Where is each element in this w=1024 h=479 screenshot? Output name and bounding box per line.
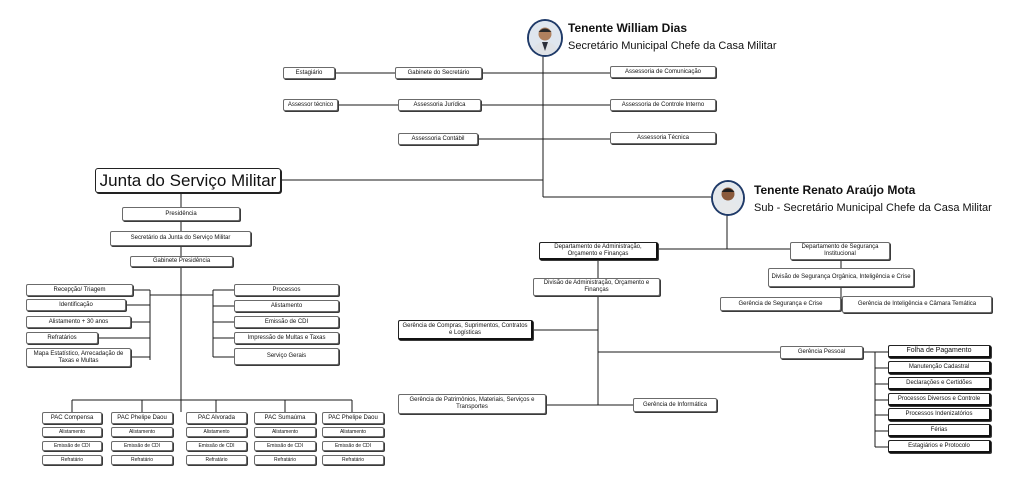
departamento-seguranca-box: Departamento de Segurança Institucional bbox=[790, 242, 890, 260]
divisao-seguranca-box: Divisão de Segurança Orgânica, Inteligên… bbox=[768, 268, 914, 287]
junta-left-item: Mapa Estatístico, Arrecadação de Taxas e… bbox=[26, 348, 131, 367]
departamento-administracao-box: Departamento de Administração, Orçamento… bbox=[539, 242, 658, 260]
avatar-william-dias bbox=[527, 19, 563, 57]
pessoal-item: Folha de Pagamento bbox=[888, 345, 991, 358]
avatar-renato-araujo-mota bbox=[711, 180, 745, 216]
pac-box: PAC Sumaúma bbox=[254, 412, 316, 424]
presidencia-box: Presidência bbox=[122, 207, 240, 221]
head1-role: Secretário Municipal Chefe da Casa Milit… bbox=[568, 40, 777, 52]
assessoria-contabil-box: Assessoria Contábil bbox=[398, 133, 478, 145]
gabinete-secretario-box: Gabinete do Secretário bbox=[395, 67, 482, 79]
head1-name: Tenente William Dias bbox=[568, 21, 688, 35]
junta-right-item: Emissão de CDI bbox=[234, 316, 339, 328]
secretario-junta-box: Secretário da Junta do Serviço Militar bbox=[110, 231, 251, 246]
junta-right-item: Alistamento bbox=[234, 300, 339, 312]
pac-box: PAC Phelipe Daou bbox=[111, 412, 173, 424]
junta-right-item: Processos bbox=[234, 284, 339, 296]
junta-right-item: Serviço Gerais bbox=[234, 348, 339, 365]
junta-left-item: Refratários bbox=[26, 332, 98, 344]
pac-item: Refratário bbox=[322, 455, 384, 465]
gerencia-compras-box: Gerência de Compras, Suprimentos, Contra… bbox=[398, 320, 533, 340]
pac-item: Emissão de CDI bbox=[186, 441, 247, 451]
pac-item: Emissão de CDI bbox=[254, 441, 316, 451]
pessoal-item: Processos Diversos e Controle bbox=[888, 393, 991, 406]
junta-title-box: Junta do Serviço Militar bbox=[95, 168, 281, 193]
gabinete-presidencia-box: Gabinete Presidência bbox=[130, 256, 233, 267]
junta-right-item: Impressão de Multas e Taxas bbox=[234, 332, 339, 344]
person-icon bbox=[713, 182, 743, 214]
junta-left-item: Alistamento + 30 anos bbox=[26, 316, 131, 328]
gerencia-inteligencia-box: Gerência de Inteligência e Câmara Temáti… bbox=[842, 296, 992, 313]
person-icon bbox=[529, 21, 561, 55]
assessoria-tecnica-box: Assessoria Técnica bbox=[610, 132, 716, 144]
pessoal-item: Estagiários e Protocolo bbox=[888, 440, 991, 453]
pac-item: Refratário bbox=[186, 455, 247, 465]
pac-box: PAC Phelipe Daou bbox=[322, 412, 384, 424]
pessoal-item: Manutenção Cadastral bbox=[888, 361, 991, 374]
gerencia-pessoal-box: Gerência Pessoal bbox=[780, 346, 863, 359]
assessoria-juridica-box: Assessoria Jurídica bbox=[398, 99, 481, 111]
gerencia-informatica-box: Gerência de Informática bbox=[633, 398, 717, 412]
pac-box: PAC Alvorada bbox=[186, 412, 247, 424]
head2-role: Sub - Secretário Municipal Chefe da Casa… bbox=[754, 202, 992, 214]
pac-item: Alistamento bbox=[186, 427, 247, 437]
gerencia-patrimonios-box: Gerência de Patrimônios, Materiais, Serv… bbox=[398, 394, 546, 414]
pac-item: Emissão de CDI bbox=[111, 441, 173, 451]
pessoal-item: Férias bbox=[888, 424, 991, 437]
pac-item: Refratário bbox=[111, 455, 173, 465]
pessoal-item: Declarações e Certidões bbox=[888, 377, 991, 390]
gerencia-seguranca-crise-box: Gerência de Segurança e Crise bbox=[720, 297, 841, 311]
pac-item: Refratário bbox=[42, 455, 102, 465]
estagiario-box: Estagiário bbox=[283, 67, 335, 79]
pac-box: PAC Compensa bbox=[42, 412, 102, 424]
pac-item: Emissão de CDI bbox=[322, 441, 384, 451]
junta-left-item: Recepção/ Triagem bbox=[26, 284, 133, 296]
pac-item: Refratário bbox=[254, 455, 316, 465]
assessoria-comunicacao-box: Assessoria de Comunicação bbox=[610, 66, 716, 78]
pessoal-item: Processos Indenizatórios bbox=[888, 408, 991, 421]
pac-item: Alistamento bbox=[322, 427, 384, 437]
head2-name: Tenente Renato Araújo Mota bbox=[754, 183, 916, 197]
junta-left-item: Identificação bbox=[26, 299, 126, 311]
assessoria-controle-interno-box: Assessoria de Controle Interno bbox=[610, 99, 716, 111]
pac-item: Emissão de CDI bbox=[42, 441, 102, 451]
pac-item: Alistamento bbox=[111, 427, 173, 437]
pac-item: Alistamento bbox=[254, 427, 316, 437]
pac-item: Alistamento bbox=[42, 427, 102, 437]
divisao-administracao-box: Divisão de Administração, Orçamento e Fi… bbox=[533, 278, 660, 296]
assessor-tecnico-box: Assessor técnico bbox=[283, 99, 338, 111]
